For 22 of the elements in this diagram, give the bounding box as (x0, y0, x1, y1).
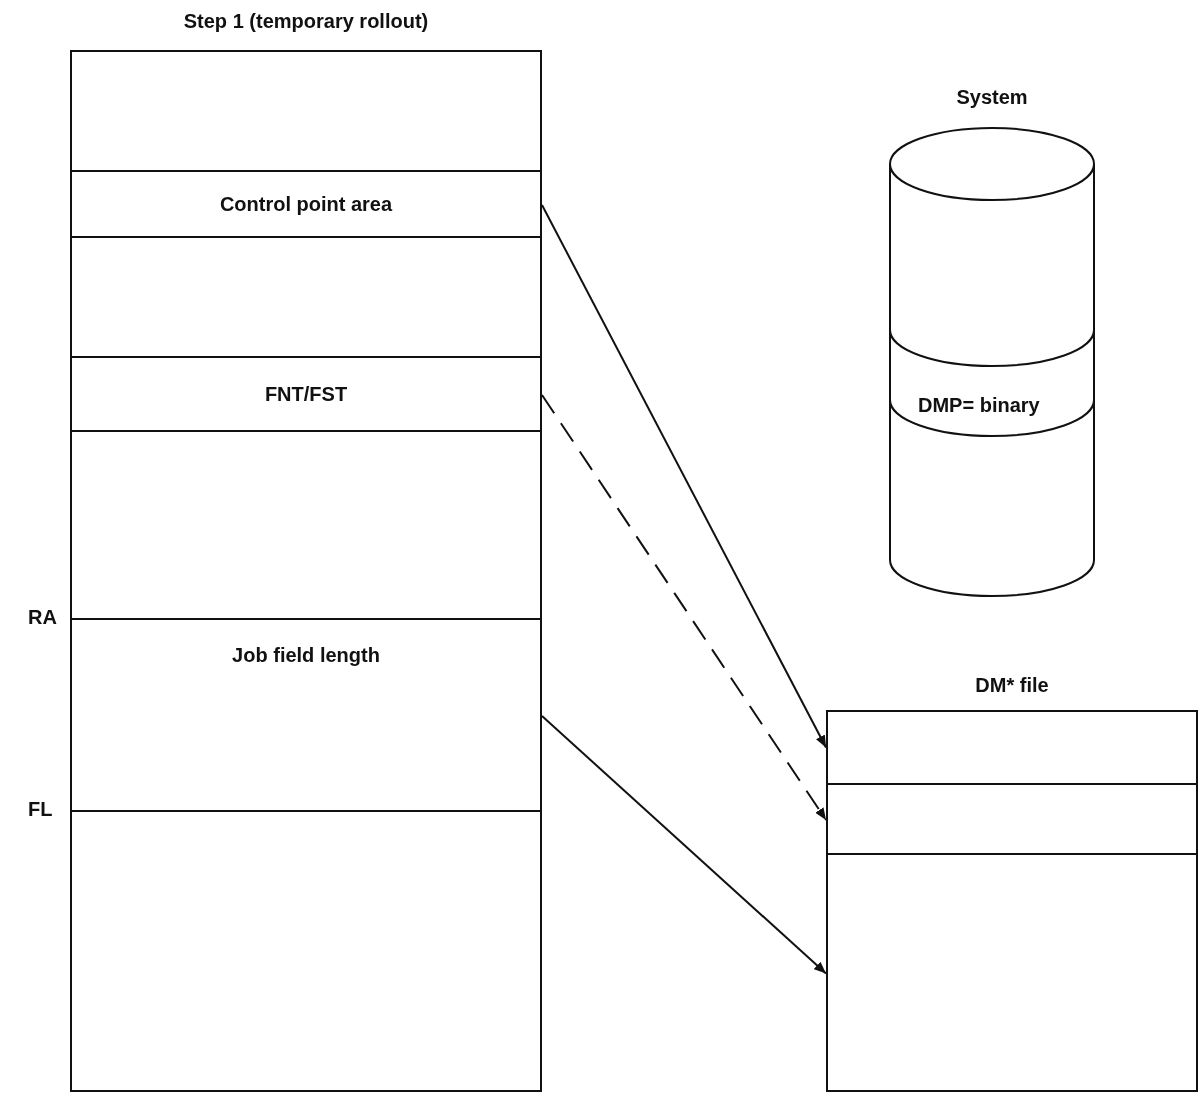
memory-segment (70, 432, 542, 620)
memory-segment (826, 710, 1198, 785)
segment-label: Job field length (232, 644, 380, 667)
memory-segment (70, 238, 542, 358)
memory-segment (70, 358, 542, 432)
heading: DM* file (975, 674, 1049, 697)
address-label: FL (28, 798, 53, 821)
memory-segment (826, 855, 1198, 1092)
segment-label: Control point area (219, 192, 393, 216)
band-label: DMP= binary (918, 394, 1040, 417)
memory-segment (70, 172, 542, 238)
memory-segment (70, 620, 542, 812)
memory-segment (826, 785, 1198, 855)
arrow (541, 394, 827, 821)
arrow (541, 715, 827, 975)
heading: System (956, 86, 1028, 109)
memory-segment (70, 812, 542, 1092)
segment-label: FNT/FST (264, 382, 348, 406)
address-label: RA (28, 606, 57, 629)
memory-segment (70, 50, 542, 172)
arrow (541, 204, 827, 749)
heading: Step 1 (temporary rollout) (183, 10, 429, 33)
